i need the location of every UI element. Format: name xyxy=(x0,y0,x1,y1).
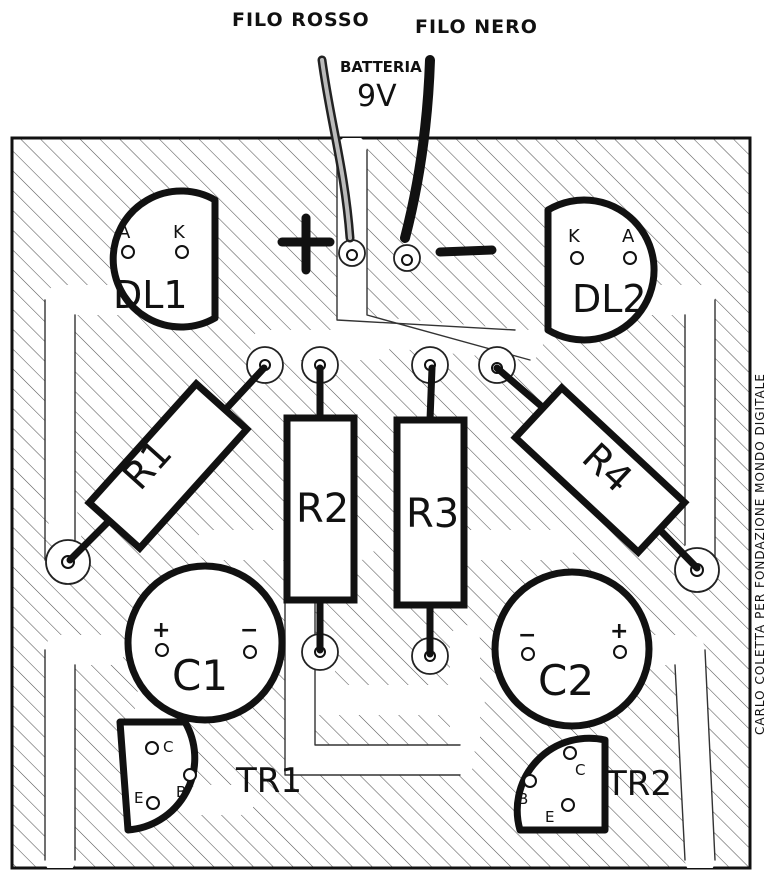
tr2-label: TR2 xyxy=(605,764,672,804)
tr1-label: TR1 xyxy=(235,761,302,801)
black-wire xyxy=(400,55,435,243)
c1-minus: − xyxy=(240,618,258,643)
capacitor-c2 xyxy=(491,568,653,730)
dl2-label: DL2 xyxy=(572,277,647,321)
capacitor-c1 xyxy=(124,562,286,724)
author-credit: CARLO COLETTA PER FONDAZIONE MONDO DIGIT… xyxy=(753,373,767,735)
r3-label: R3 xyxy=(406,491,459,537)
c1-plus: + xyxy=(152,618,170,643)
dl2-pin-a: A xyxy=(622,226,635,247)
c1-label: C1 xyxy=(172,651,228,700)
battery-label: BATTERIA xyxy=(340,58,422,76)
tr1-pin-c: C xyxy=(163,738,173,756)
resistor-r2 xyxy=(283,414,358,604)
dl2-pin-k: K xyxy=(568,226,581,247)
tr2-pin-b: B xyxy=(518,790,528,808)
red-wire-label: FILO ROSSO xyxy=(232,9,370,31)
resistor-leads xyxy=(66,364,701,658)
battery-voltage: 9V xyxy=(357,79,397,114)
transistor-tr2 xyxy=(513,734,609,834)
c2-minus: − xyxy=(518,623,536,648)
resistor-r3 xyxy=(393,416,468,609)
c2-label: C2 xyxy=(538,656,594,705)
battery-wires xyxy=(317,55,435,243)
led-dl1 xyxy=(109,187,219,331)
resistor-r4 xyxy=(510,382,690,558)
battery-polarity-marks xyxy=(277,213,497,275)
transistor-tr1 xyxy=(116,718,199,834)
tr1-pin-e: E xyxy=(134,789,143,807)
r2-label: R2 xyxy=(296,486,349,532)
dl1-label: DL1 xyxy=(113,273,188,317)
led-dl2 xyxy=(544,196,658,344)
tr2-pin-e: E xyxy=(545,808,554,826)
tr2-pin-c: C xyxy=(575,761,585,779)
tr1-pin-b: B xyxy=(176,783,186,801)
resistor-r1 xyxy=(84,378,252,554)
c2-plus: + xyxy=(610,619,628,644)
dl1-pin-a: A xyxy=(118,222,131,243)
dl1-pin-k: K xyxy=(173,222,186,243)
black-wire-label: FILO NERO xyxy=(415,16,538,38)
